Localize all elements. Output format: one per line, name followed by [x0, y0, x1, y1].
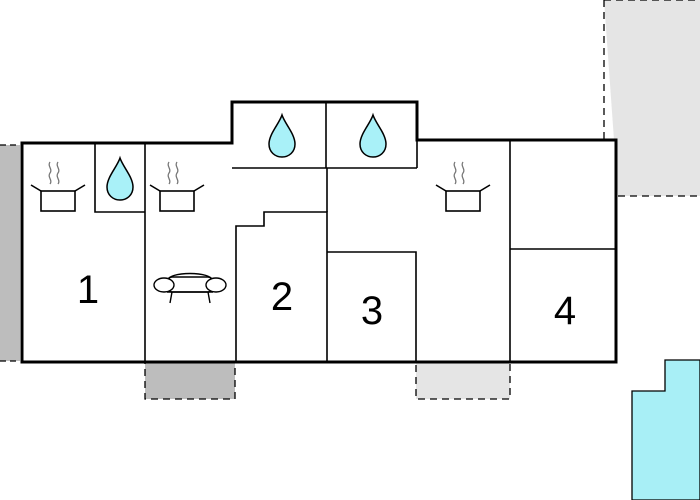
pool	[631, 359, 700, 500]
left-strip-border	[0, 144, 20, 362]
room-1-number: 1	[77, 268, 99, 312]
house-outline	[20, 100, 618, 364]
terrace-dark	[144, 361, 236, 400]
outdoor-area-top-right	[604, 0, 700, 196]
room-2-number: 2	[271, 275, 293, 319]
sofa-icon	[153, 272, 227, 304]
room-4-number: 4	[554, 289, 576, 333]
interior-walls	[94, 102, 616, 362]
terrace-light	[415, 361, 511, 400]
room-3-number: 3	[361, 289, 383, 333]
outdoor-area-top-right-border	[603, 0, 700, 197]
left-strip	[0, 145, 20, 361]
